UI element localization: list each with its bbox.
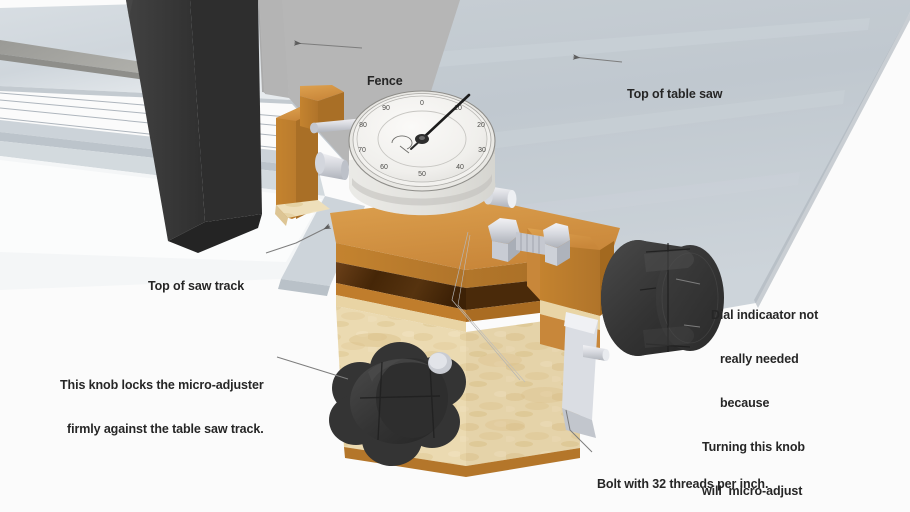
wood-band-front xyxy=(336,283,466,322)
dial-needle xyxy=(410,93,471,150)
leader-lock-knob xyxy=(276,356,349,380)
annotation-dial-indicator: Dial indicaator not really needed becaus… xyxy=(702,308,819,498)
metal-bracket-plate xyxy=(562,312,598,438)
svg-text:30: 30 xyxy=(478,147,486,154)
leader-fence xyxy=(293,40,363,49)
wood-dark-stripe-front xyxy=(336,262,466,310)
leader-table-top xyxy=(572,54,623,63)
annotation-table-top: Top of table saw xyxy=(627,87,723,102)
table-saw-top xyxy=(277,0,910,316)
dial-bracket xyxy=(275,85,344,226)
leader-dial-note xyxy=(675,278,701,285)
svg-text:80: 80 xyxy=(359,122,367,129)
lock-knob[interactable] xyxy=(329,342,466,466)
fence xyxy=(126,0,262,253)
dial-indicator: 0 10 20 30 40 50 60 70 80 90 xyxy=(348,90,496,216)
dial-ticks: 0 10 20 30 40 50 60 70 80 90 xyxy=(358,100,486,178)
svg-text:50: 50 xyxy=(418,171,426,178)
wood-ply-right xyxy=(466,316,580,466)
svg-text:40: 40 xyxy=(456,164,464,171)
micro-adjust-knob[interactable] xyxy=(601,240,724,356)
wood-ply-ledge xyxy=(336,295,466,332)
dial-subdial xyxy=(391,135,413,154)
adjust-bolt-assembly xyxy=(488,218,570,266)
annotation-bolt: Bolt with 32 threads per inch. I full tu… xyxy=(597,477,769,492)
contact-pin xyxy=(315,152,349,180)
wood-upper-front xyxy=(336,243,466,288)
leader-lines xyxy=(265,40,701,453)
annotation-saw-track: Top of saw track xyxy=(148,279,245,294)
leader-bolt xyxy=(565,409,593,453)
svg-text:20: 20 xyxy=(477,122,485,129)
svg-text:0: 0 xyxy=(420,100,424,107)
svg-text:90: 90 xyxy=(382,105,390,112)
svg-text:60: 60 xyxy=(380,164,388,171)
svg-text:70: 70 xyxy=(358,147,366,154)
svg-text:10: 10 xyxy=(454,105,462,112)
leader-saw-track xyxy=(265,223,332,254)
annotation-lock-knob: This knob locks the micro-adjuster firml… xyxy=(60,378,264,437)
lock-pin xyxy=(583,345,610,361)
annotation-fence: Fence xyxy=(367,74,403,89)
leader-knob-note xyxy=(683,324,701,328)
